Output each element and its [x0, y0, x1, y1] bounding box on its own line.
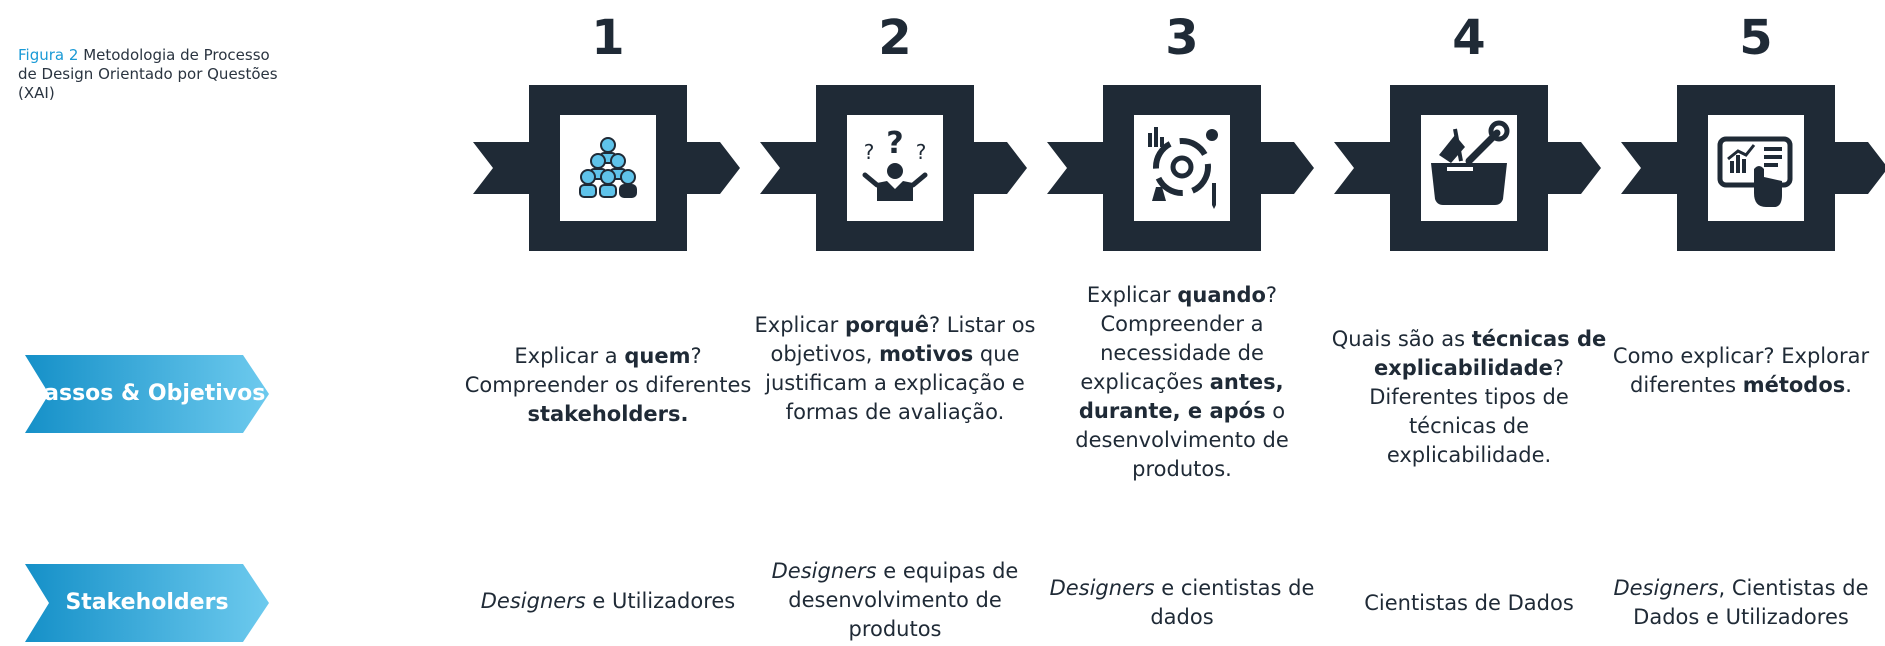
step-4-goals: Quais são as técnicas de explicabilidade…: [1324, 325, 1614, 470]
people-group-icon: [560, 115, 656, 221]
text-run: ? Compreender a necessidade de explicaçõ…: [1080, 283, 1278, 394]
text-run: , Cientistas de Dados e Utilizadores: [1633, 576, 1869, 629]
text-run: stakeholders.: [527, 402, 689, 426]
text-run: e equipas de desenvolvimento de produtos: [788, 559, 1019, 641]
text-run: técnicas de explicabilidade: [1373, 327, 1607, 380]
text-run: quem: [624, 344, 691, 368]
text-run: Explicar a: [514, 344, 625, 368]
row-label-stakeholders-text: Stakeholders: [65, 590, 229, 615]
touch-screen-icon: [1708, 115, 1804, 221]
text-run: Designers: [480, 589, 586, 613]
step-1-stakeholders: Designers e Utilizadores: [463, 587, 753, 616]
text-run: ? Listar os objetivos,: [770, 313, 1036, 366]
step-5: 5: [1616, 0, 1885, 260]
step-number: 4: [1452, 10, 1486, 66]
figure-label: Figura 2: [18, 46, 79, 64]
svg-text:?: ?: [886, 126, 903, 161]
row-label-stakeholders: Stakeholders: [25, 564, 269, 642]
step-3-goals: Explicar quando? Compreender a necessida…: [1037, 281, 1327, 484]
text-run: e Utilizadores: [585, 589, 736, 613]
text-run: Quais são as: [1331, 327, 1472, 351]
step-2: 2 ? ? ?: [755, 0, 1035, 260]
text-run: quando: [1177, 283, 1266, 307]
text-run: e cientistas de dados: [1150, 576, 1315, 629]
text-run: antes, durante, e após: [1078, 370, 1284, 423]
text-run: Explicar: [754, 313, 845, 337]
text-run: que justificam a explicação e formas de …: [765, 342, 1025, 424]
text-run: métodos: [1742, 373, 1846, 397]
step-number: 5: [1739, 10, 1773, 66]
step-number: 3: [1165, 10, 1199, 66]
text-run: ? Diferentes tipos de técnicas de explic…: [1369, 356, 1569, 467]
text-run: .: [1845, 373, 1852, 397]
step-number: 1: [591, 10, 625, 66]
step-4: 4: [1329, 0, 1609, 260]
svg-text:?: ?: [864, 140, 875, 164]
text-run: Cientistas de Dados: [1364, 591, 1574, 615]
step-1: 1: [468, 0, 748, 260]
text-run: Designers: [1049, 576, 1155, 600]
step-2-stakeholders: Designers e equipas de desenvolvimento d…: [750, 557, 1040, 644]
text-run: Designers: [771, 559, 877, 583]
step-5-goals: Como explicar? Explorar diferentes métod…: [1601, 342, 1881, 400]
text-run: porquê: [844, 313, 929, 337]
text-run: o desenvolvimento de produtos.: [1075, 399, 1289, 481]
text-run: Como explicar? Explorar diferentes: [1612, 344, 1870, 397]
step-number: 2: [878, 10, 912, 66]
svg-text:?: ?: [916, 140, 927, 164]
step-1-goals: Explicar a quem? Compreender os diferent…: [463, 342, 753, 429]
process-cycle-icon: [1134, 115, 1230, 221]
text-run: motivos: [879, 342, 974, 366]
row-label-goals: Passos & Objetivos: [25, 355, 269, 433]
text-run: Explicar: [1086, 283, 1178, 307]
step-3-stakeholders: Designers e cientistas de dados: [1037, 574, 1327, 632]
figure-title: Metodologia de Processo de Design Orient…: [18, 46, 278, 102]
step-5-stakeholders: Designers, Cientistas de Dados e Utiliza…: [1601, 574, 1881, 632]
text-run: ? Compreender os diferentes: [464, 344, 752, 397]
toolbox-icon: [1421, 115, 1517, 221]
question-person-icon: ? ? ?: [847, 115, 943, 221]
figure-caption: Figura 2 Metodologia de Processo de Desi…: [18, 46, 288, 103]
step-3: 3: [1042, 0, 1322, 260]
step-4-stakeholders: Cientistas de Dados: [1324, 589, 1614, 618]
row-label-goals-text: Passos & Objetivos: [28, 381, 266, 406]
step-2-goals: Explicar porquê? Listar os objetivos, mo…: [750, 311, 1040, 427]
text-run: Designers: [1613, 576, 1719, 600]
